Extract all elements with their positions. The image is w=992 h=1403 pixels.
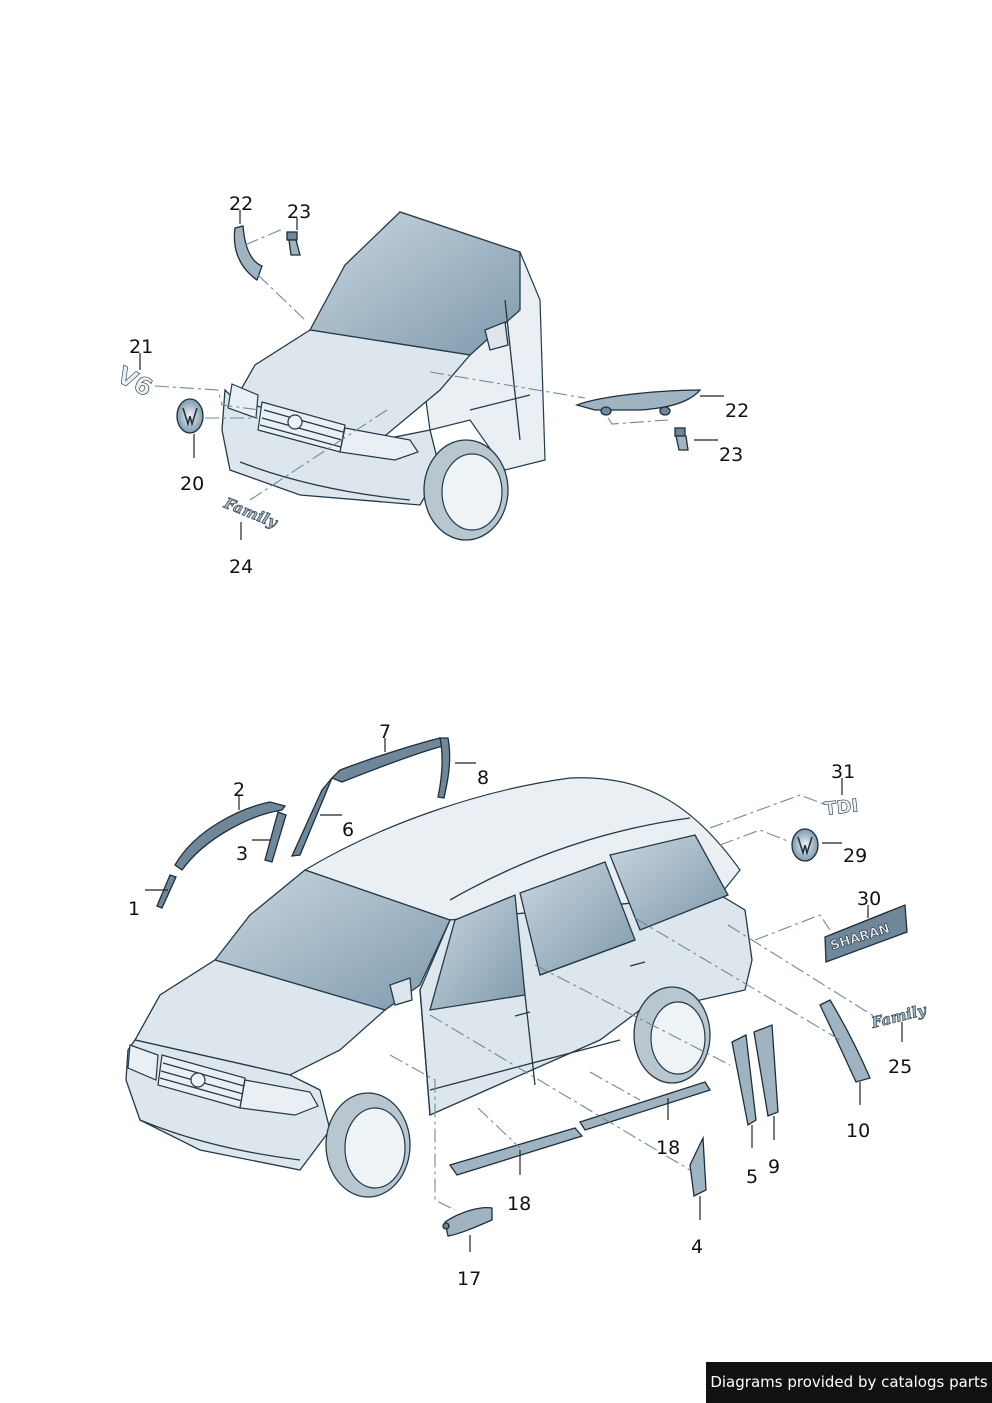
- top-callouts: 22 23 21 20 24 22 23: [129, 193, 749, 578]
- front-view-illustration: [221, 211, 546, 541]
- pillar-trim-6: [290, 777, 333, 857]
- pillar-trim-4: [689, 1135, 707, 1197]
- callout-17: 17: [457, 1268, 481, 1290]
- top-dash-lines: [154, 227, 669, 501]
- callout-6: 6: [342, 819, 354, 841]
- vw-emblem-rear: [791, 828, 819, 862]
- callout-23-right: 23: [719, 444, 743, 466]
- callout-22-right: 22: [725, 400, 749, 422]
- pillar-trim-10: [819, 999, 871, 1083]
- callout-10: 10: [846, 1120, 870, 1142]
- bottom-dash-lines: [389, 794, 881, 1211]
- callout-31: 31: [831, 761, 855, 783]
- callout-7: 7: [379, 721, 391, 743]
- callout-30: 30: [857, 888, 881, 910]
- vw-emblem-front: [176, 398, 204, 434]
- callout-24: 24: [229, 556, 253, 578]
- callout-20: 20: [180, 473, 204, 495]
- pillar-trim-9: [753, 1024, 779, 1117]
- tdi-badge-text: TDI: [823, 796, 859, 820]
- callout-9: 9: [768, 1156, 780, 1178]
- scuttle-panel-part: [574, 389, 702, 411]
- sharan-side-badge: [442, 1206, 493, 1237]
- callout-3: 3: [236, 843, 248, 865]
- bottom-callouts: 1 2 3 4 5 6 7 8 9 10 17 18 18 25 29 30 3…: [128, 721, 912, 1290]
- callout-23-top: 23: [287, 201, 311, 223]
- v6-badge-text: V6: [113, 361, 157, 402]
- full-van-illustration: [125, 777, 753, 1198]
- credit-banner: Diagrams provided by catalogs parts: [706, 1362, 992, 1403]
- callout-5: 5: [746, 1166, 758, 1188]
- pillar-trim-3: [264, 811, 287, 863]
- v6-badge: V6: [112, 361, 157, 403]
- callout-18-front: 18: [507, 1193, 531, 1215]
- callout-1: 1: [128, 898, 140, 920]
- callout-2: 2: [233, 779, 245, 801]
- screw-part: [286, 231, 301, 256]
- family-badge-rear-text: Family: [869, 1001, 929, 1032]
- roof-trim-2: [174, 801, 287, 871]
- pillar-trim-8: [437, 737, 451, 799]
- tdi-badge: TDI: [823, 795, 860, 820]
- screw-part-right: [674, 427, 689, 451]
- sill-strip-18-rear: [579, 1081, 711, 1131]
- trim-strip-1: [156, 874, 177, 909]
- callout-18-rear: 18: [656, 1137, 680, 1159]
- bottom-leaders: [145, 738, 903, 1252]
- pillar-trim-5: [731, 1034, 757, 1127]
- callout-25: 25: [888, 1056, 912, 1078]
- callout-22-top: 22: [229, 193, 253, 215]
- family-badge-rear: Family: [868, 1000, 929, 1032]
- cowl-trim-part: [233, 225, 263, 282]
- callout-29: 29: [843, 845, 867, 867]
- sharan-rear-badge: SHARAN: [824, 904, 908, 963]
- callout-21: 21: [129, 336, 153, 358]
- callout-4: 4: [691, 1236, 703, 1258]
- sill-strip-18-front: [448, 1127, 584, 1176]
- top-leaders: [139, 210, 724, 540]
- roof-trim-7: [330, 737, 444, 783]
- callout-8: 8: [477, 767, 489, 789]
